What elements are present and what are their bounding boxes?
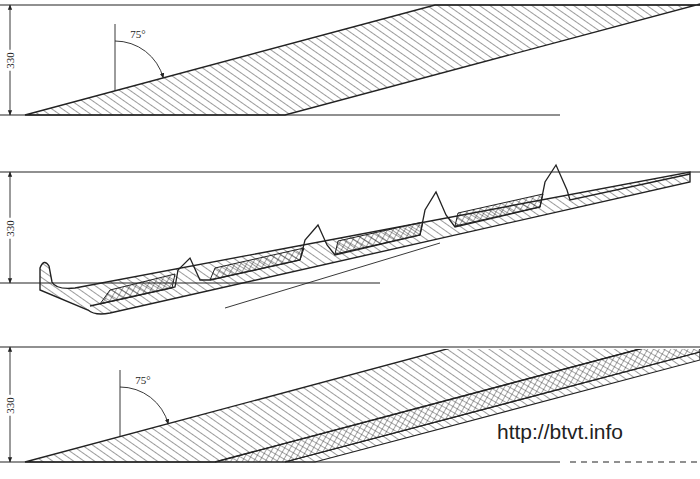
dimension-label: 330 bbox=[4, 218, 17, 239]
watermark: http://btvt.info bbox=[493, 419, 627, 444]
angle-label: 75° bbox=[128, 28, 147, 41]
dimension-label: 330 bbox=[4, 395, 17, 416]
top-section bbox=[0, 4, 700, 115]
bottom-section bbox=[0, 333, 700, 462]
angle-label: 75° bbox=[133, 374, 152, 387]
dimension-label: 330 bbox=[4, 50, 17, 71]
middle-section bbox=[0, 165, 700, 314]
